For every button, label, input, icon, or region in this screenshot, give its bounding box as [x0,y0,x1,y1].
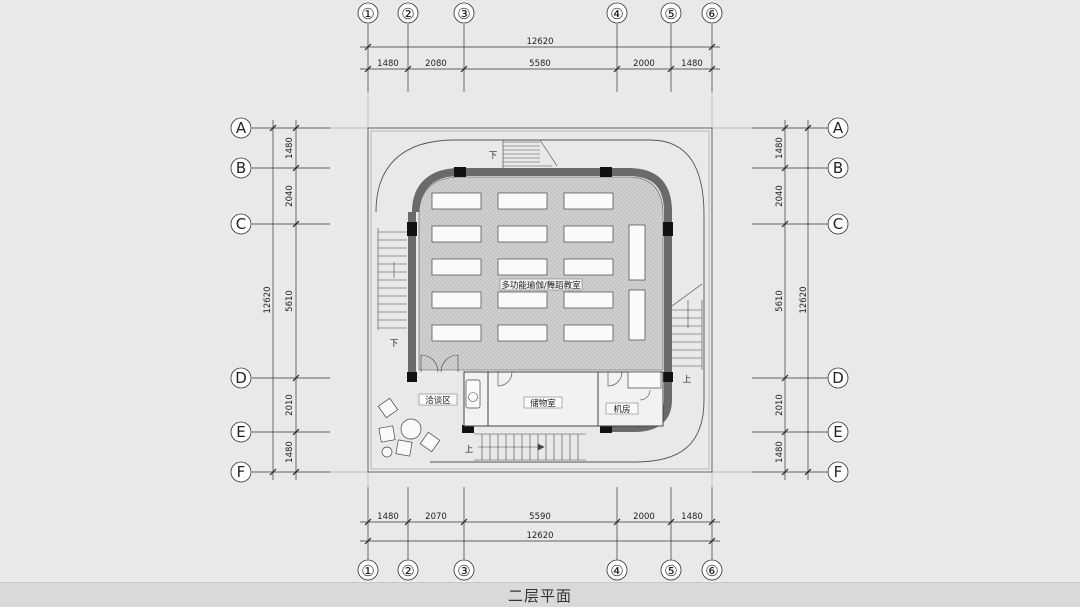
drawing-caption: 二层平面 [507,586,572,605]
storage-label-box [523,396,563,409]
axis-label-D: D [235,369,247,387]
top-axis-bubbles: ① ② ③ ④ ⑤ ⑥ [357,2,723,24]
axis-label-4: ④ [610,5,623,23]
main-hall-label: 多功能瑜伽/舞蹈教室 [501,280,581,291]
bottom-dim-5: 1480 [681,512,703,522]
bottom-dim-2: 2070 [425,512,447,522]
machine-room-label: 机房 [613,404,630,415]
top-dim-4: 2000 [633,59,655,69]
right-row-axes [752,120,828,480]
storage-label: 储物室 [530,398,556,409]
stair-right-up-mark: 上 [683,375,692,385]
right-dim-3: 5610 [775,290,785,312]
axis-label-F: F [237,463,246,481]
yoga-mats [431,192,646,342]
lounge-label: 洽谈区 [425,395,451,406]
axis-label-E: E [236,423,245,441]
left-total-dimension: 12620 [263,286,273,313]
axis-label-F-right: F [834,463,843,481]
balcony-outline [375,139,705,463]
top-dimension-ticks [364,43,716,73]
axis-label-E-right: E [833,423,842,441]
left-dimension-texts: 12620 1480 2040 5610 2010 1480 [263,137,295,463]
stair-left [377,228,407,330]
left-dimension-ticks [269,124,300,476]
axis-label-A-right: A [833,119,844,137]
axis-label-B: B [236,159,246,177]
top-dim-3: 5580 [529,59,551,69]
left-dim-4: 2010 [285,394,295,416]
bottom-column-axes [360,487,720,560]
axis-label-1-bottom: ① [361,562,374,580]
right-dim-4: 2010 [775,394,785,416]
right-dim-2: 2040 [775,185,785,207]
lounge-label-box [418,393,458,406]
floor-plan-svg: ① ② ③ ④ ⑤ ⑥ 12620 1480 2080 5580 2000 14… [230,2,849,581]
axis-label-C: C [236,215,246,233]
axis-label-A: A [236,119,247,137]
axis-label-2: ② [401,5,414,23]
left-axis-bubbles: A B C D E F [230,117,252,483]
stair-bottom-up-mark: 上 [465,445,474,455]
axis-label-5-bottom: ⑤ [664,562,677,580]
right-total-dimension: 12620 [799,286,809,313]
axis-label-5: ⑤ [664,5,677,23]
axis-label-6-bottom: ⑥ [705,562,718,580]
right-dimension-ticks [781,124,812,476]
stair-top-down-mark: 下 [489,151,498,161]
axis-label-1: ① [361,5,374,23]
top-total-dimension: 12620 [526,37,553,47]
axis-label-3-bottom: ③ [457,562,470,580]
axis-label-2-bottom: ② [401,562,414,580]
top-dim-2: 2080 [425,59,447,69]
axis-label-B-right: B [833,159,843,177]
stair-bottom [474,433,586,461]
axis-label-D-right: D [832,369,844,387]
bottom-total-dimension: 12620 [526,531,553,541]
bottom-dim-1: 1480 [377,512,399,522]
right-dim-5: 1480 [775,441,785,463]
exterior-wall [412,168,672,378]
main-hall-label-box [499,278,583,291]
machine-room-equipment [627,371,662,389]
grid-stubs [330,92,752,487]
drawing-caption-bar: 二层平面 [0,582,1080,607]
structural-columns [407,167,673,433]
left-dim-5: 1480 [285,441,295,463]
axis-label-3: ③ [457,5,470,23]
left-row-axes [252,120,330,480]
top-dim-1: 1480 [377,59,399,69]
stair-right [671,283,703,370]
site-boundary [367,127,713,473]
bottom-dimension-texts: 1480 2070 5590 2000 1480 12620 [377,512,703,541]
bottom-dimension-ticks [364,518,716,545]
machine-room-door [639,389,651,401]
bottom-dim-4: 2000 [633,512,655,522]
axis-label-C-right: C [833,215,843,233]
washbasin [465,379,481,409]
bottom-axis-bubbles: ① ② ③ ④ ⑤ ⑥ [357,559,723,581]
left-dim-3: 5610 [285,290,295,312]
left-dim-1: 1480 [285,137,295,159]
right-dimension-texts: 1480 2040 5610 2010 1480 12620 [775,137,809,463]
left-dim-2: 2040 [285,185,295,207]
lounge-furniture [377,397,441,458]
top-column-axes [360,24,720,92]
washbasin-bowl [468,392,478,402]
top-dimension-texts: 12620 1480 2080 5580 2000 1480 [377,37,703,69]
stair-top [502,139,558,168]
axis-label-4-bottom: ④ [610,562,623,580]
bottom-dim-3: 5590 [529,512,551,522]
machine-room-label-box [605,402,639,415]
top-dim-5: 1480 [681,59,703,69]
right-axis-bubbles: A B C D E F [827,117,849,483]
axis-label-6: ⑥ [705,5,718,23]
stair-left-down-mark: 下 [390,339,399,349]
right-dim-1: 1480 [775,137,785,159]
